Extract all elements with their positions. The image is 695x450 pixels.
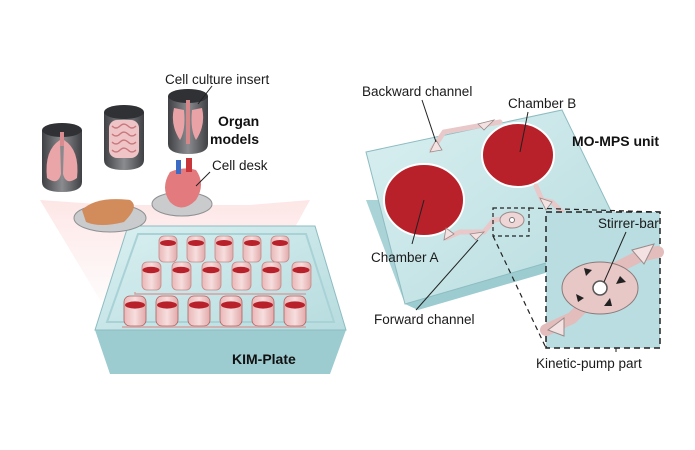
- intestine-icon: [109, 120, 139, 158]
- heart-desk: [151, 158, 213, 217]
- label-chamber-a: Chamber A: [371, 250, 439, 265]
- label-kinetic-pump-part: Kinetic-pump part: [536, 356, 642, 371]
- right-leaders: [411, 99, 627, 352]
- label-chamber-b: Chamber B: [508, 96, 576, 111]
- label-cell-culture-insert: Cell culture insert: [165, 72, 270, 87]
- arrow-out: [631, 243, 655, 265]
- label-organ-models-1: Organ: [218, 113, 259, 129]
- label-cell-desk: Cell desk: [212, 158, 268, 173]
- liver-icon: [82, 199, 134, 225]
- well: [261, 261, 282, 291]
- organ-models: [42, 89, 213, 233]
- plate-rim: [105, 233, 336, 323]
- liver-desk: [73, 199, 147, 233]
- label-organ-models-2: models: [210, 131, 259, 147]
- well: [141, 261, 162, 291]
- well: [158, 235, 178, 263]
- label-kim-plate: KIM-Plate: [232, 351, 296, 367]
- kidney-icon: [172, 108, 204, 140]
- plate-side: [95, 330, 346, 374]
- lung-icon: [46, 140, 78, 182]
- well: [171, 261, 192, 291]
- zoom-inset: [492, 207, 664, 349]
- lung-insert: [42, 123, 82, 192]
- chamber-b: [481, 122, 555, 188]
- label-forward-channel: Forward channel: [374, 312, 475, 327]
- rotation-arrows: [576, 268, 626, 306]
- plate-channels: [122, 292, 306, 328]
- kidney-insert: [168, 89, 208, 154]
- well: [283, 295, 307, 327]
- well: [251, 295, 275, 327]
- well: [155, 295, 179, 327]
- well-medium: [125, 240, 310, 309]
- well: [219, 295, 243, 327]
- channel-arrows: [429, 119, 553, 241]
- left-leaders: [195, 85, 213, 187]
- well: [123, 295, 147, 327]
- well: [187, 295, 211, 327]
- label-backward-channel: Backward channel: [362, 84, 472, 99]
- intestine-insert: [104, 105, 144, 170]
- stirrer-bar: [592, 280, 608, 296]
- well: [242, 235, 262, 263]
- well: [201, 261, 222, 291]
- well: [231, 261, 252, 291]
- heart-icon: [165, 168, 201, 208]
- label-stirrer-bar: Stirrer-bar: [598, 216, 659, 231]
- well: [270, 235, 290, 263]
- label-mo-mps-unit: MO-MPS unit: [572, 133, 659, 149]
- arrow-in: [546, 317, 565, 337]
- well: [291, 261, 312, 291]
- kim-plate-illustration: [40, 200, 347, 374]
- well: [186, 235, 206, 263]
- well: [214, 235, 234, 263]
